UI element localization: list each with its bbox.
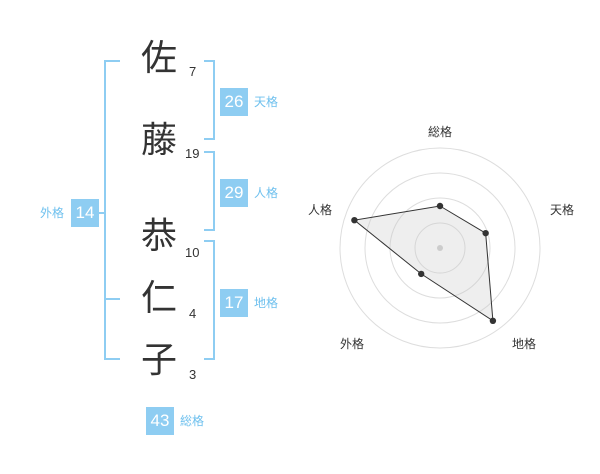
soukaku-value-badge: 43: [146, 407, 174, 435]
name-char-3: 恭: [141, 216, 178, 257]
radar-grid-ring-1: [414, 222, 466, 274]
radar-axis-label-chikaku: 地格: [512, 337, 537, 351]
tenkaku-label: 天格: [254, 95, 279, 109]
gaikaku-value-badge: 14: [71, 199, 99, 227]
radar-point-2: [482, 229, 489, 237]
radar-grid-ring-2: [389, 197, 491, 299]
radar-axis-label-soukaku: 総格: [428, 125, 453, 139]
name-char-1: 佐: [141, 38, 178, 79]
radar-grid-ring-4: [339, 147, 541, 349]
name-char-2: 藤: [141, 120, 178, 161]
name-char-5: 子: [141, 340, 178, 381]
radar-point-5: [351, 216, 358, 224]
radar-center-dot: [437, 245, 443, 251]
radar-grid-ring-3: [364, 172, 516, 324]
stroke-count-5: 3: [189, 367, 197, 382]
soukaku-label: 総格: [180, 414, 205, 428]
stroke-count-4: 4: [189, 306, 197, 321]
stroke-count-2: 19: [185, 146, 200, 161]
name-char-4: 仁: [141, 278, 178, 319]
radar-point-4: [417, 270, 425, 278]
tenkaku-value-badge: 26: [220, 88, 248, 116]
jinkaku-label: 人格: [254, 186, 279, 200]
radar-axis-label-jinkaku: 人格: [308, 203, 333, 217]
radar-point-1: [436, 202, 444, 210]
radar-series-polygon: [353, 205, 494, 322]
chikaku-label: 地格: [254, 296, 279, 310]
stroke-count-3: 10: [185, 245, 200, 260]
gaikaku-label: 外格: [40, 206, 65, 220]
chikaku-value-badge: 17: [220, 289, 248, 317]
radar-axis-label-tenkaku: 天格: [550, 203, 575, 217]
radar-axis-label-gaikaku: 外格: [340, 337, 365, 351]
jinkaku-value-badge: 29: [220, 179, 248, 207]
stroke-count-1: 7: [189, 64, 197, 79]
radar-point-3: [489, 317, 497, 325]
